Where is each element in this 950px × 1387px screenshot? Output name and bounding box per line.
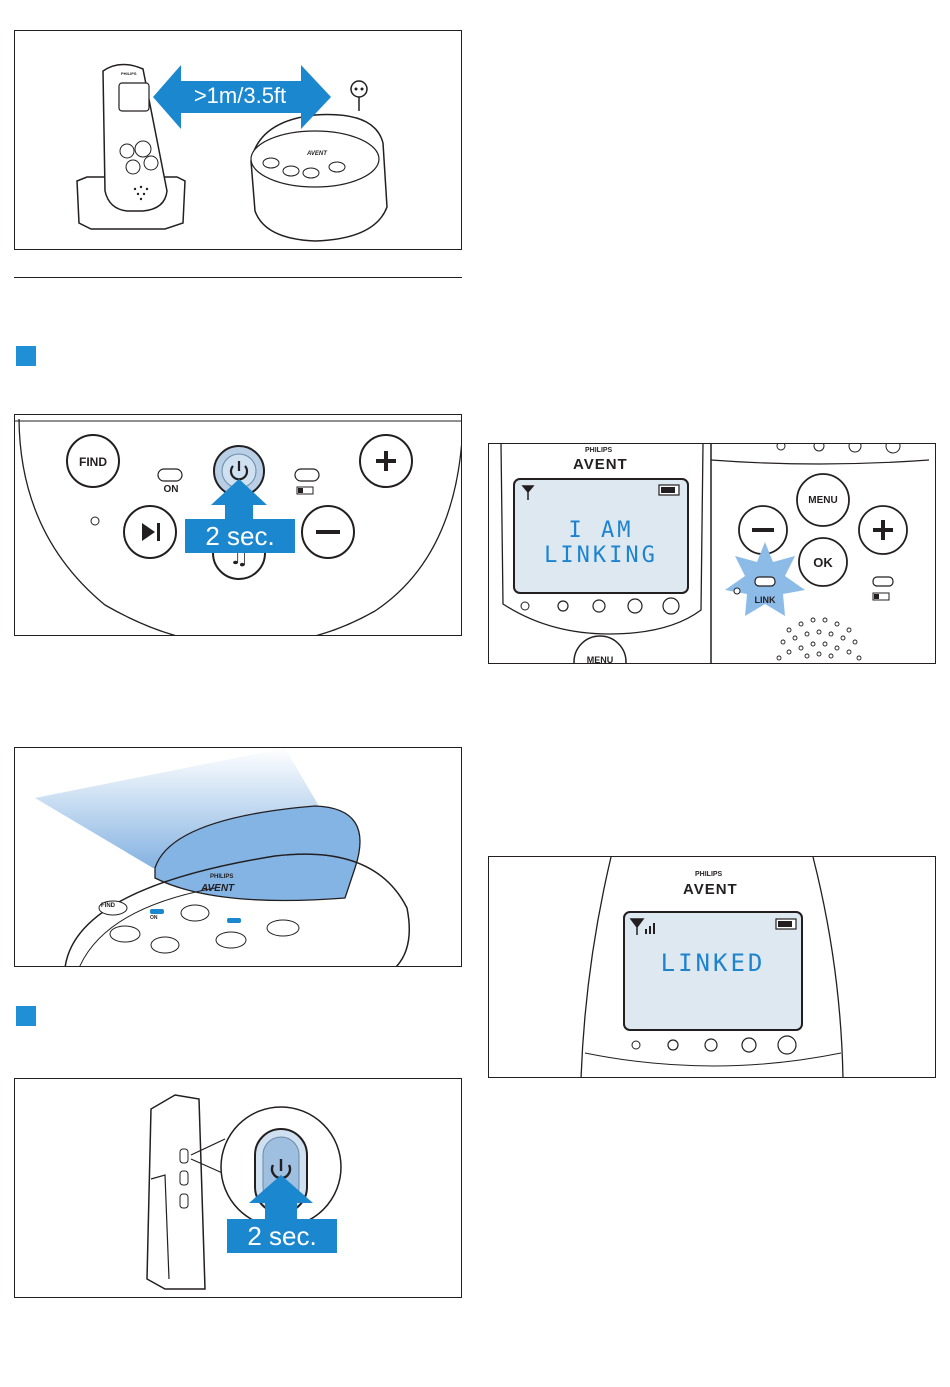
figure-baby-unit-power: ♫ FIND ON 2 sec. <box>14 414 462 636</box>
distance-illustration <box>15 31 462 250</box>
hold-duration-callout: 2 sec. <box>227 1219 337 1253</box>
find-button-label: FIND <box>69 455 117 469</box>
parent-unit-brand: PHILIPS <box>695 871 722 878</box>
parent-unit-logo: AVENT <box>683 881 738 898</box>
parent-unit-side <box>15 1079 462 1298</box>
hold-duration-callout: 2 sec. <box>185 519 295 553</box>
parent-unit-logo: AVENT <box>573 456 628 473</box>
step-marker-2 <box>16 1006 36 1026</box>
figure-parent-unit-power: 2 sec. <box>14 1078 462 1298</box>
baby-unit-lightshow <box>15 748 462 967</box>
parent-unit-brand: PHILIPS <box>121 71 137 76</box>
lcd-linked-text: LINKED <box>624 949 802 977</box>
find-button-label: FIND <box>101 903 115 909</box>
figure-linking: PHILIPS AVENT I AM LINKING MENU MENU OK … <box>488 443 936 664</box>
parent-unit-brand: PHILIPS <box>585 447 612 454</box>
distance-label: >1m/3.5ft <box>175 83 305 109</box>
baby-unit-logo: AVENT <box>201 883 234 894</box>
on-indicator-label: ON <box>158 484 184 495</box>
section-divider <box>14 277 462 278</box>
menu-button-label-right: MENU <box>799 495 847 506</box>
step-marker-1 <box>16 346 36 366</box>
figure-distance: >1m/3.5ft PHILIPS AVENT <box>14 30 462 250</box>
ok-button-label: OK <box>803 555 843 570</box>
menu-button-label: MENU <box>579 655 621 664</box>
baby-unit-brand: PHILIPS <box>210 874 233 880</box>
minus-icon <box>752 528 774 532</box>
lcd-linking-text: I AM LINKING <box>514 518 688 568</box>
on-indicator-label: ON <box>150 915 158 921</box>
figure-baby-unit-light: PHILIPS AVENT FIND ON <box>14 747 462 967</box>
link-button-label: LINK <box>749 595 781 605</box>
baby-unit-logo: AVENT <box>307 151 327 157</box>
minus-icon <box>316 530 340 534</box>
figure-linked: PHILIPS AVENT LINKED <box>488 856 936 1078</box>
